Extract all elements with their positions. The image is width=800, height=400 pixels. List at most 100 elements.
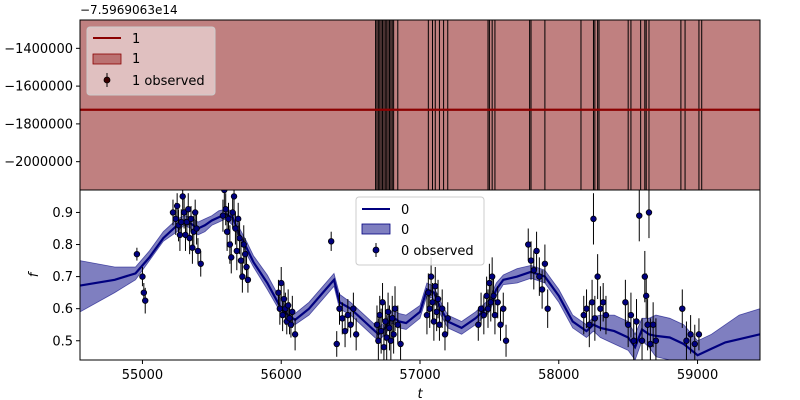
- bottom-observed-point: [194, 247, 202, 255]
- bottom-observed-point: [500, 305, 507, 312]
- bottom-observed-point: [652, 337, 660, 344]
- bottom-observed-point: [176, 231, 184, 239]
- bottom-observed-point: [386, 324, 393, 332]
- bottom-observed-point: [484, 305, 492, 312]
- bottom-observed-point: [187, 215, 195, 223]
- bottom-observed-point: [341, 327, 349, 335]
- bottom-observed-point: [280, 295, 288, 303]
- bottom-observed-point: [591, 315, 599, 322]
- bottom-y-ticks: 0.50.60.70.80.9: [52, 206, 80, 349]
- bottom-observed-point: [436, 321, 443, 328]
- bottom-observed-point: [391, 305, 399, 312]
- bottom-observed-point: [382, 318, 389, 325]
- bottom-observed-point: [638, 337, 646, 344]
- bottom-observed-point: [241, 250, 249, 258]
- bottom-observed-point: [679, 305, 686, 312]
- bottom-observed-point: [597, 305, 604, 312]
- bottom-observed-point: [180, 209, 188, 216]
- bottom-observed-point: [397, 340, 404, 348]
- bottom-observed-point: [379, 299, 386, 306]
- top-y-tick-label: −1600000: [4, 80, 73, 95]
- top-legend-label-observed: 1 observed: [132, 74, 205, 89]
- bottom-observed-point: [133, 250, 141, 258]
- bottom-observed-point: [286, 315, 293, 322]
- top-y-ticks: −2000000−1800000−1600000−1400000: [4, 42, 80, 170]
- bottom-observed-point: [373, 321, 381, 328]
- bottom-observed-point: [423, 311, 431, 319]
- bottom-observed-point: [375, 337, 382, 344]
- y-axis-label: f: [27, 270, 42, 277]
- bottom-observed-point: [630, 337, 637, 344]
- bottom-observed-point: [240, 241, 247, 248]
- bottom-x-tick-label: 58000: [538, 368, 579, 383]
- bottom-observed-point: [229, 209, 236, 216]
- bottom-observed-point: [275, 289, 282, 296]
- bottom-observed-point: [536, 273, 543, 280]
- bottom-observed-point: [350, 305, 357, 312]
- top-legend-marker-swatch: [103, 76, 111, 84]
- bottom-observed-point: [169, 209, 177, 216]
- bottom-x-tick-label: 57000: [399, 368, 440, 383]
- bottom-legend: 0 0 0 observed: [355, 196, 485, 266]
- bottom-y-tick-label: 0.6: [52, 302, 73, 317]
- bottom-observed-point: [287, 321, 295, 328]
- top-legend-label-band: 1: [132, 52, 140, 67]
- bottom-x-tick-label: 55000: [122, 368, 163, 383]
- bottom-y-tick-label: 0.5: [52, 334, 73, 349]
- bottom-observed-point: [244, 276, 252, 284]
- bottom-observed-point: [502, 337, 510, 344]
- top-legend-box: [86, 26, 216, 96]
- bottom-observed-point: [380, 343, 388, 351]
- bottom-observed-point: [586, 321, 593, 328]
- bottom-observed-point: [191, 209, 199, 216]
- bottom-observed-point: [336, 305, 343, 312]
- top-legend: 1 1 1 observed: [86, 26, 216, 96]
- bottom-observed-point: [643, 292, 650, 300]
- bottom-observed-point: [347, 321, 354, 328]
- bottom-observed-point: [432, 283, 439, 290]
- bottom-legend-box: [355, 196, 485, 266]
- bottom-observed-point: [633, 318, 640, 325]
- bottom-observed-point: [641, 273, 649, 280]
- bottom-observed-point: [444, 315, 451, 322]
- bottom-observed-point: [327, 238, 335, 245]
- bottom-observed-point: [376, 311, 383, 319]
- bottom-observed-point: [387, 337, 395, 344]
- bottom-observed-point: [197, 260, 204, 267]
- bottom-observed-point: [225, 215, 232, 223]
- bottom-observed-point: [425, 289, 432, 296]
- bottom-observed-point: [179, 193, 186, 200]
- bottom-observed-point: [645, 209, 653, 216]
- bottom-observed-point: [624, 321, 632, 328]
- bottom-observed-point: [276, 305, 284, 312]
- bottom-observed-point: [426, 305, 433, 312]
- bottom-observed-point: [219, 212, 227, 219]
- bottom-observed-point: [352, 331, 360, 338]
- bottom-legend-label-line: 0: [401, 203, 409, 218]
- bottom-observed-point: [243, 263, 250, 271]
- bottom-observed-point: [490, 292, 497, 300]
- bottom-observed-point: [221, 190, 228, 194]
- top-y-tick-label: −1400000: [4, 42, 73, 57]
- bottom-observed-point: [599, 299, 607, 306]
- bottom-observed-point: [487, 299, 494, 306]
- bottom-observed-point: [695, 331, 703, 338]
- bottom-observed-point: [430, 318, 438, 325]
- bottom-x-tick-label: 56000: [261, 368, 302, 383]
- bottom-observed-point: [433, 308, 440, 316]
- bottom-observed-point: [649, 321, 657, 328]
- bottom-observed-point: [173, 202, 181, 210]
- bottom-observed-point: [583, 305, 590, 312]
- bottom-observed-point: [230, 193, 238, 200]
- bottom-observed-point: [383, 334, 390, 341]
- bottom-observed-point: [222, 206, 229, 213]
- bottom-observed-point: [339, 315, 346, 322]
- bottom-observed-point: [233, 247, 241, 255]
- bottom-observed-point: [636, 212, 643, 219]
- bottom-observed-point: [178, 218, 185, 226]
- bottom-observed-point: [434, 295, 442, 303]
- bottom-observed-point: [140, 289, 148, 296]
- bottom-observed-point: [687, 331, 694, 338]
- bottom-observed-point: [538, 286, 546, 293]
- bottom-observed-point: [488, 273, 496, 280]
